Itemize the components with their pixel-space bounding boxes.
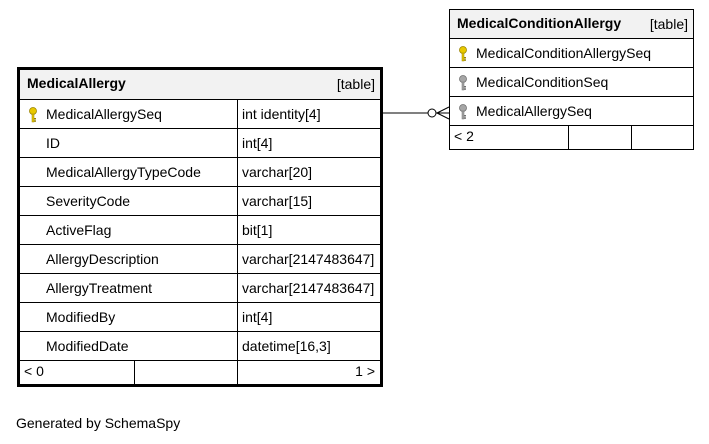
table-footer: < 2 xyxy=(450,126,693,149)
column-name-cell: MedicalAllergyTypeCode xyxy=(20,158,238,186)
footer-spacer xyxy=(569,126,632,149)
column-row[interactable]: MedicalAllergyTypeCode varchar[20] xyxy=(20,158,380,187)
zero-cardinality-circle xyxy=(427,108,437,118)
column-type: varchar[20] xyxy=(242,164,313,180)
primary-key-icon xyxy=(459,46,467,62)
column-name-cell: MedicalAllergySeq xyxy=(20,100,238,128)
column-name: ModifiedDate xyxy=(46,338,129,354)
column-type: int[4] xyxy=(242,135,273,151)
column-row[interactable]: MedicalConditionSeq xyxy=(450,68,693,97)
table-header: MedicalAllergy [table] xyxy=(20,70,380,100)
table-medical-condition-allergy[interactable]: MedicalConditionAllergy [table] MedicalC… xyxy=(449,9,694,150)
column-row[interactable]: ModifiedDate datetime[16,3] xyxy=(20,332,380,361)
parent-count[interactable]: < 2 xyxy=(450,126,569,149)
column-row[interactable]: MedicalAllergySeq int identity[4] xyxy=(20,100,380,129)
child-count xyxy=(632,126,693,149)
column-row[interactable]: ID int[4] xyxy=(20,129,380,158)
column-name: MedicalConditionSeq xyxy=(476,74,609,90)
column-name: MedicalAllergySeq xyxy=(46,106,162,122)
table-header: MedicalConditionAllergy [table] xyxy=(450,10,693,39)
column-name-cell: SeverityCode xyxy=(20,187,238,215)
parent-count[interactable]: < 0 xyxy=(20,361,135,384)
column-row[interactable]: SeverityCode varchar[15] xyxy=(20,187,380,216)
column-name-cell: ActiveFlag xyxy=(20,216,238,244)
column-name-cell: MedicalAllergySeq xyxy=(450,97,693,125)
column-name-cell: ID xyxy=(20,129,238,157)
column-name-cell: AllergyTreatment xyxy=(20,274,238,302)
column-type: datetime[16,3] xyxy=(242,338,331,354)
column-name-cell: AllergyDescription xyxy=(20,245,238,273)
column-name: MedicalConditionAllergySeq xyxy=(476,45,652,61)
column-row[interactable]: MedicalAllergySeq xyxy=(450,97,693,126)
column-type: int[4] xyxy=(242,309,273,325)
table-type-label: [table] xyxy=(649,16,688,32)
column-type: varchar[15] xyxy=(242,193,313,209)
column-row[interactable]: ModifiedBy int[4] xyxy=(20,303,380,332)
column-name: ActiveFlag xyxy=(46,222,112,238)
column-name: ModifiedBy xyxy=(46,309,116,325)
column-name-cell: MedicalConditionSeq xyxy=(450,68,693,96)
table-type-label: [table] xyxy=(336,76,375,92)
table-footer: < 0 1 > xyxy=(20,361,380,384)
column-name: AllergyTreatment xyxy=(46,280,153,296)
footer-spacer xyxy=(135,361,238,384)
crowfoot-lower xyxy=(436,112,450,120)
generator-credit: Generated by SchemaSpy xyxy=(16,415,181,431)
column-list: MedicalAllergySeq int identity[4] ID int… xyxy=(20,100,380,361)
column-name: AllergyDescription xyxy=(46,251,159,267)
column-name: SeverityCode xyxy=(46,193,131,209)
table-medical-allergy[interactable]: MedicalAllergy [table] MedicalAllergySeq… xyxy=(17,67,383,387)
column-type: varchar[2147483647] xyxy=(242,251,375,267)
column-type: int identity[4] xyxy=(242,106,321,122)
column-list: MedicalConditionAllergySeq MedicalCondit… xyxy=(450,39,693,126)
column-name: ID xyxy=(46,135,60,151)
crowfoot-upper xyxy=(436,106,450,114)
foreign-key-icon xyxy=(459,75,467,91)
column-name: MedicalAllergySeq xyxy=(476,103,592,119)
column-name-cell: MedicalConditionAllergySeq xyxy=(450,39,693,67)
table-name[interactable]: MedicalAllergy xyxy=(27,75,126,91)
column-type: varchar[2147483647] xyxy=(242,280,375,296)
column-row[interactable]: AllergyTreatment varchar[2147483647] xyxy=(20,274,380,303)
column-type: bit[1] xyxy=(242,222,273,238)
child-count[interactable]: 1 > xyxy=(355,363,375,379)
foreign-key-icon xyxy=(459,104,467,120)
column-row[interactable]: AllergyDescription varchar[2147483647] xyxy=(20,245,380,274)
column-name-cell: ModifiedDate xyxy=(20,332,238,360)
column-row[interactable]: MedicalConditionAllergySeq xyxy=(450,39,693,68)
column-name-cell: ModifiedBy xyxy=(20,303,238,331)
primary-key-icon xyxy=(29,107,37,123)
table-name[interactable]: MedicalConditionAllergy xyxy=(457,15,622,31)
column-row[interactable]: ActiveFlag bit[1] xyxy=(20,216,380,245)
column-name: MedicalAllergyTypeCode xyxy=(46,164,201,180)
